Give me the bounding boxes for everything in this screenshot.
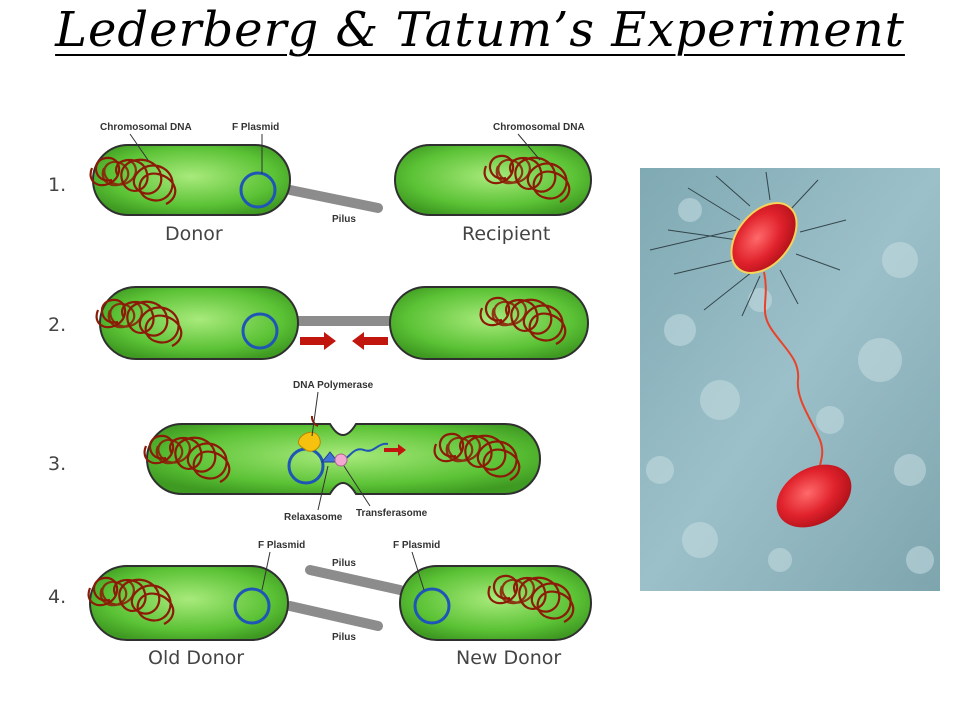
pilus xyxy=(305,565,405,595)
donor-bacterium xyxy=(730,202,798,274)
page-title: Lederberg & Tatum’s Experiment xyxy=(0,2,960,58)
f-plasmid-label-new: F Plasmid xyxy=(393,540,440,551)
f-plasmid xyxy=(233,587,271,625)
step-2-number: 2. xyxy=(48,314,66,336)
step-2 xyxy=(95,286,589,360)
transferasome-shape xyxy=(334,453,348,467)
f-plasmid-label-old: F Plasmid xyxy=(258,540,305,551)
chromosomal-dna-label: Chromosomal DNA xyxy=(100,122,192,133)
pilus xyxy=(285,185,383,213)
old-donor-label: Old Donor xyxy=(148,647,244,669)
relaxasome-label: Relaxasome xyxy=(284,512,343,523)
transferasome-label: Transferasome xyxy=(356,508,428,519)
donor-label: Donor xyxy=(165,223,223,245)
f-plasmid xyxy=(239,171,277,209)
step-4-number: 4. xyxy=(48,586,66,608)
step-1-number: 1. xyxy=(48,174,66,196)
step-3-number: 3. xyxy=(48,453,66,475)
f-plasmid-label: F Plasmid xyxy=(232,122,279,133)
recipient-label: Recipient xyxy=(462,223,550,245)
transfer-arrow-icon xyxy=(384,444,406,456)
pili-hairs xyxy=(649,171,847,317)
f-plasmid xyxy=(241,312,279,350)
f-plasmid xyxy=(413,587,451,625)
step-3: DNA Polymerase Relaxasome Transferasome xyxy=(143,380,541,523)
pilus xyxy=(285,601,383,631)
pilus-label-top: Pilus xyxy=(332,558,356,569)
recipient-cell xyxy=(394,144,592,216)
chromosomal-dna-label-recipient: Chromosomal DNA xyxy=(493,122,585,133)
dna-polymerase-shape xyxy=(297,431,321,452)
new-donor-label: New Donor xyxy=(456,647,561,669)
recipient-cell xyxy=(389,286,589,360)
bacteria-micrograph xyxy=(640,168,940,591)
step-4: F Plasmid Pilus F Plasmid Pilus Old Dono… xyxy=(87,540,592,669)
title-text: Lederberg & Tatum’s Experiment xyxy=(55,2,905,58)
dna-polymerase-label: DNA Polymerase xyxy=(293,380,374,391)
pilus xyxy=(296,316,392,326)
relaxasome-shape xyxy=(320,451,340,463)
step-1: Chromosomal DNA F Plasmid Pilus Chromoso… xyxy=(89,122,592,245)
sex-pilus-strand xyxy=(763,271,824,477)
right-arrow-icon xyxy=(300,332,336,350)
pilus-label: Pilus xyxy=(332,214,356,225)
recipient-bacterium xyxy=(776,464,852,528)
left-arrow-icon xyxy=(352,332,388,350)
pilus-label-bottom: Pilus xyxy=(332,632,356,643)
